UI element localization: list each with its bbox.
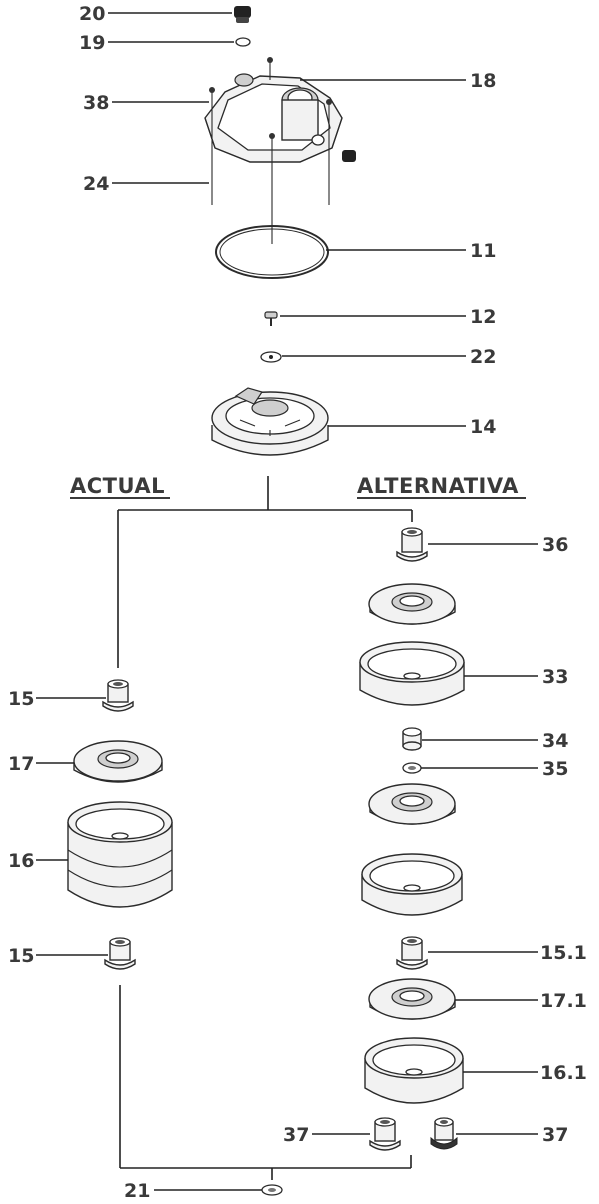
branch-lines: [117, 476, 413, 1180]
part-16-1-cup: [364, 1037, 464, 1104]
callout-38: 38: [83, 92, 209, 114]
callout-37-left: 37: [283, 1124, 370, 1146]
part-20-plug-thread: [236, 17, 249, 23]
heading-alternativa: ALTERNATIVA: [357, 474, 526, 499]
heading-actual-text: ACTUAL: [70, 474, 165, 498]
callout-22: 22: [282, 346, 496, 368]
callout-21: 21: [124, 1180, 262, 1202]
label-15-top: 15: [8, 688, 34, 710]
part-34-spacer: [402, 727, 422, 751]
callout-17-1: 17.1: [455, 990, 587, 1012]
part-17-disc: [73, 740, 163, 783]
label-19: 19: [79, 32, 105, 54]
label-36: 36: [542, 534, 568, 556]
callout-37-right: 37: [456, 1124, 568, 1146]
part-22-washer: [260, 351, 282, 363]
part-15-top-bushing: [102, 679, 134, 712]
part-37-right-bushing: [430, 1117, 458, 1150]
label-16-1: 16.1: [540, 1062, 587, 1084]
callout-24: 24: [83, 173, 209, 195]
callout-15-1: 15.1: [428, 942, 587, 964]
label-11: 11: [470, 240, 496, 262]
label-34: 34: [542, 730, 568, 752]
part-19-washer: [235, 37, 251, 47]
callout-15-top: 15: [8, 688, 106, 710]
callout-33: 33: [464, 666, 568, 688]
label-12: 12: [470, 306, 496, 328]
label-17-1: 17.1: [540, 990, 587, 1012]
callout-14: 14: [328, 416, 496, 438]
callout-17: 17: [8, 753, 74, 775]
label-17: 17: [8, 753, 34, 775]
callout-18: 18: [300, 70, 496, 92]
part-18-head-cover: [204, 57, 356, 244]
callout-15-bottom: 15: [8, 945, 108, 967]
callout-36: 36: [428, 534, 568, 556]
callout-34: 34: [422, 730, 568, 752]
heading-actual: ACTUAL: [70, 474, 170, 499]
label-33: 33: [542, 666, 568, 688]
label-24: 24: [83, 173, 109, 195]
label-15-1: 15.1: [540, 942, 587, 964]
callout-12: 12: [280, 306, 496, 328]
label-14: 14: [470, 416, 496, 438]
part-20-plug: [234, 6, 251, 23]
label-21: 21: [124, 1180, 150, 1202]
part-16-cylinder: [67, 801, 173, 908]
part-15-1-bushing: [396, 936, 428, 970]
label-20: 20: [79, 3, 105, 25]
callout-16: 16: [8, 850, 68, 872]
part-36-bushing: [396, 527, 428, 562]
label-15-bottom: 15: [8, 945, 34, 967]
part-20-plug-body: [234, 6, 251, 18]
part-disc-upper-alt: [368, 583, 456, 625]
label-18: 18: [470, 70, 496, 92]
callout-16-1: 16.1: [463, 1062, 587, 1084]
part-15-bottom-bushing: [104, 937, 136, 970]
part-33-cup: [359, 641, 465, 706]
part-14-seat: [211, 387, 329, 456]
label-37-left: 37: [283, 1124, 309, 1146]
label-16: 16: [8, 850, 34, 872]
part-12-screw: [264, 311, 278, 326]
callout-19: 19: [79, 32, 234, 54]
callout-35: 35: [421, 758, 568, 780]
part-21-washer: [261, 1184, 283, 1196]
label-37-right: 37: [542, 1124, 568, 1146]
heading-alternativa-text: ALTERNATIVA: [357, 474, 519, 498]
callout-11: 11: [326, 240, 496, 262]
part-35-washer: [402, 762, 422, 774]
part-17-1-disc: [368, 978, 456, 1020]
part-disc-middle-alt: [368, 783, 456, 825]
callout-20: 20: [79, 3, 232, 25]
label-38: 38: [83, 92, 109, 114]
label-22: 22: [470, 346, 496, 368]
part-cup-middle-alt: [361, 853, 463, 916]
label-35: 35: [542, 758, 568, 780]
part-37-left-bushing: [369, 1117, 401, 1151]
part-11-oring: [215, 225, 329, 279]
